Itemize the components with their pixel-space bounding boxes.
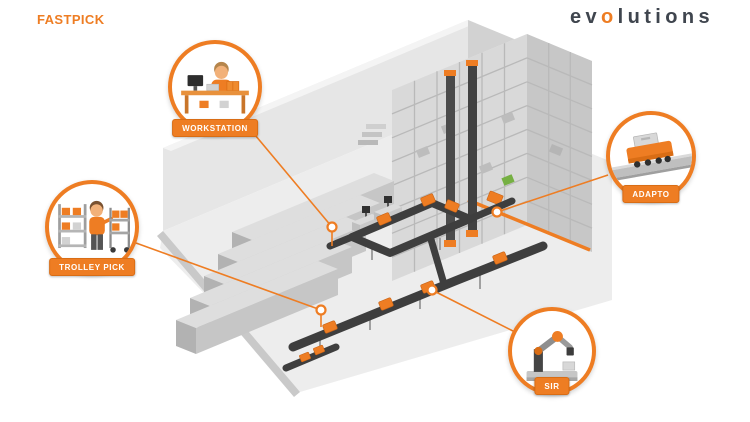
highbay-rack (391, 34, 593, 281)
vertical-lifts (444, 60, 478, 247)
badge-trolley-pick: TROLLEY PICK (49, 258, 135, 276)
back-shelf (58, 204, 87, 249)
anchor-node-sir (426, 284, 438, 296)
conveyor-legs (319, 238, 481, 350)
connector-line-sir (431, 289, 514, 332)
anchor-node-workstation (326, 221, 338, 233)
connector-line-trolley-pick (135, 242, 322, 311)
stairs (358, 124, 386, 145)
brand-text-suffix: lutions (617, 6, 714, 28)
brand-o-mark: o (601, 6, 618, 28)
trolley-pick-illustration (58, 200, 130, 253)
anchor-node-adapto (491, 206, 503, 218)
conveyor-system (282, 193, 548, 372)
connector-line-adapto (496, 174, 609, 213)
badge-adapto: ADAPTO (622, 185, 680, 203)
robot-joint (552, 331, 563, 342)
brand-text-prefix: ev (569, 6, 602, 28)
rack-grid (391, 43, 593, 272)
brand-logo: evolutions (570, 6, 714, 29)
target-tote (562, 361, 576, 371)
under-desk-tote (219, 100, 229, 109)
robot-gripper (566, 347, 574, 356)
badge-sir: SIR (534, 377, 570, 395)
robot-column (533, 349, 543, 372)
adapto-illustration (610, 132, 692, 182)
gray-tote (206, 83, 219, 91)
workstation-illustration (181, 61, 249, 114)
under-desk-box (199, 100, 209, 109)
callout-circle-adapto (606, 111, 696, 201)
badge-workstation: WORKSTATION (172, 119, 258, 137)
desk (181, 90, 249, 96)
person-head (214, 65, 228, 79)
rack-stored-totes (415, 112, 564, 186)
pick-trolley (109, 207, 130, 253)
picker-person (89, 200, 114, 250)
green-tote (501, 174, 515, 186)
product-title: FASTPICK (37, 12, 105, 27)
monitor-icon (187, 75, 204, 87)
robot-base-joint (534, 346, 543, 356)
rail-top (610, 153, 692, 171)
shuttle-rail (611, 156, 692, 179)
callout-connectors (135, 122, 609, 332)
anchor-node-trolley-pick (315, 304, 327, 316)
adapto-shuttle-tote (486, 190, 504, 206)
anchor-nodes (315, 206, 503, 327)
connector-line-workstation (244, 122, 333, 228)
